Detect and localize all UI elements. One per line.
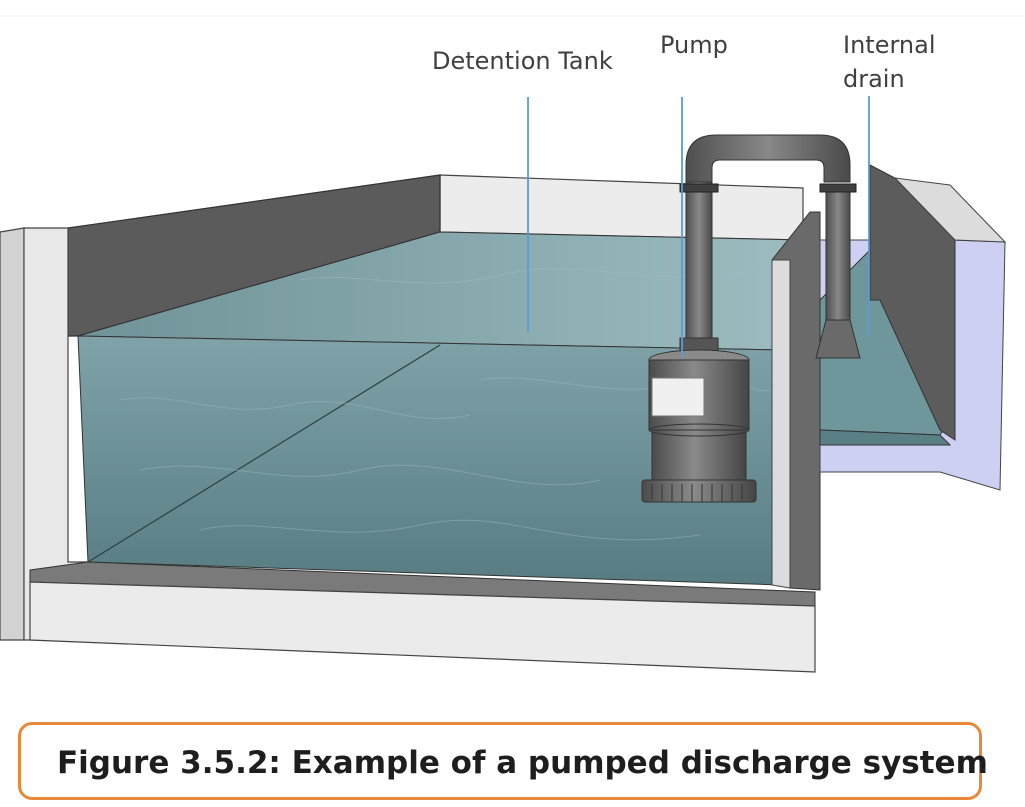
partition-wall-face (771, 259, 791, 589)
pump (641, 337, 757, 503)
pump-base (641, 479, 757, 503)
tank-front-wall-face (29, 581, 816, 673)
drain-floor (819, 429, 952, 446)
detention-tank (0, 174, 821, 673)
pipe-flange-right (819, 183, 857, 193)
pipe-outlet-bell (815, 319, 861, 359)
water-texture (119, 268, 771, 541)
label-pump: Pump (660, 31, 728, 59)
drain-wall-top (893, 177, 1007, 243)
label-internal-drain-line2: drain (843, 65, 905, 93)
caption-box: Figure 3.5.2: Example of a pumped discha… (18, 722, 988, 800)
pipe-outlet (825, 184, 851, 326)
discharge-pipe (679, 134, 861, 359)
tank-left-wall-side (0, 227, 25, 641)
pipe-flange-left (679, 183, 719, 193)
label-internal-drain-line1: Internal (843, 31, 936, 59)
pipe-riser (685, 179, 713, 346)
pipe-bend (685, 134, 851, 183)
tank-front-wall-top (29, 561, 816, 607)
internal-drain (819, 164, 1007, 491)
figure-caption: Figure 3.5.2: Example of a pumped discha… (57, 745, 988, 781)
tank-floor-edge (87, 344, 441, 563)
pump-base-ribs (651, 484, 743, 502)
label-detention-tank: Detention Tank (432, 47, 613, 75)
pump-label-plate (651, 377, 705, 417)
tank-back-wall (439, 174, 804, 241)
pump-body-lower (651, 429, 747, 481)
